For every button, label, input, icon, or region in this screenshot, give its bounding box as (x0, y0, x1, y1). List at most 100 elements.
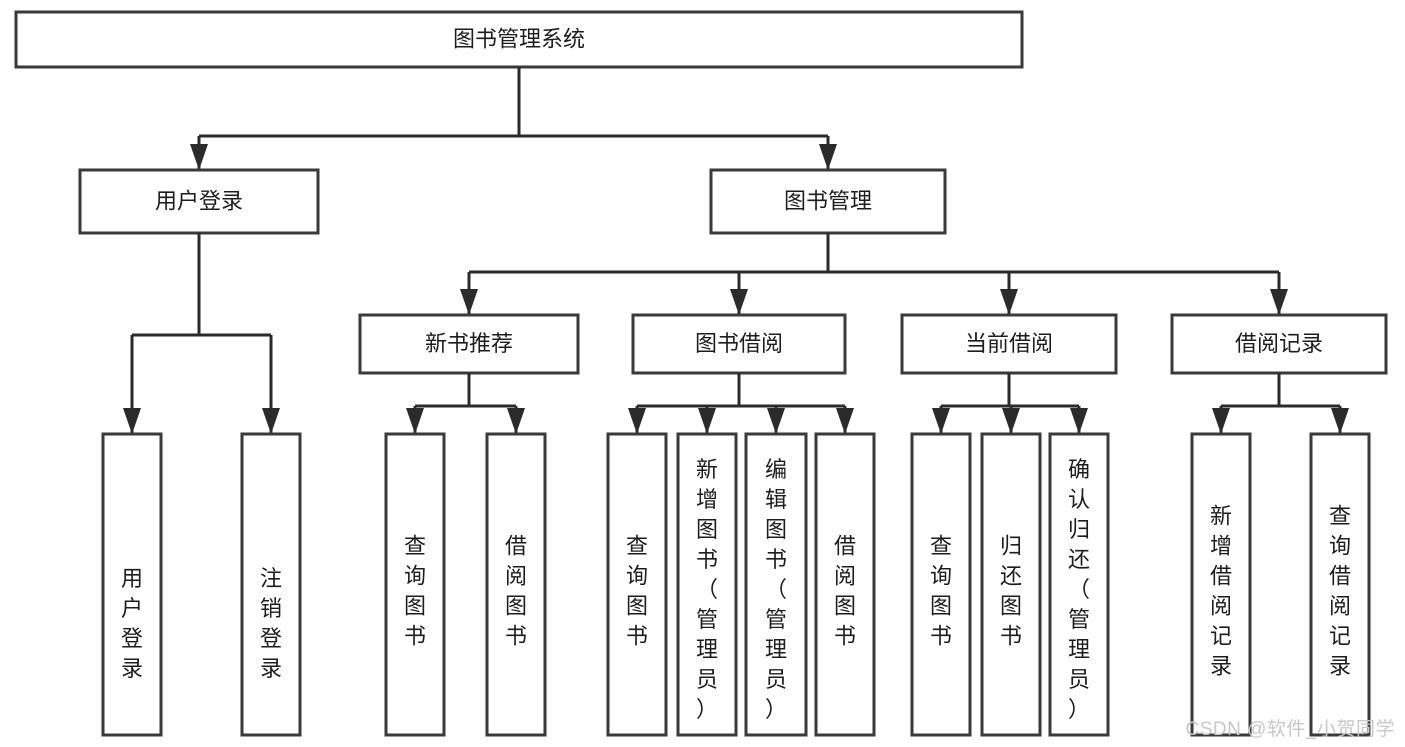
node-recommend-query-book[interactable] (384, 432, 446, 737)
node-borrow-record[interactable] (1170, 313, 1388, 375)
node-label-char: 图 (696, 517, 718, 542)
node-label-char: 借 (505, 534, 527, 559)
node-label-char: 阅 (1329, 594, 1351, 619)
node-label-char: 认 (1068, 487, 1090, 512)
node-recommend-borrow-book[interactable] (485, 432, 547, 737)
node-current-return-book[interactable] (980, 432, 1042, 737)
node-label: 新书推荐 (425, 331, 513, 356)
node-box[interactable] (910, 432, 972, 737)
node-current-confirm-return[interactable] (1048, 432, 1110, 737)
node-box[interactable] (14, 10, 1024, 69)
node-label-char: 借 (834, 534, 856, 559)
node-label-char: 理 (696, 637, 718, 662)
node-label-char: 理 (765, 637, 787, 662)
node-label-char: 图 (834, 594, 856, 619)
arrow-head-icon (819, 144, 837, 170)
node-label-char: 阅 (834, 564, 856, 589)
node-box[interactable] (485, 432, 547, 737)
node-box[interactable] (240, 432, 302, 737)
node-label-char: 书 (505, 624, 527, 649)
node-label-char: 书 (696, 547, 718, 572)
node-record-query[interactable] (1309, 432, 1371, 737)
node-label-vertical: 用户登录 (121, 566, 143, 681)
node-box[interactable] (1048, 432, 1110, 737)
node-borrow-query-book[interactable] (606, 432, 668, 737)
node-box[interactable] (1170, 313, 1388, 375)
node-label-char: 图 (404, 594, 426, 619)
node-label: 借阅记录 (1235, 331, 1323, 356)
node-label-char: 记 (1210, 624, 1232, 649)
node-label-char: 录 (121, 656, 143, 681)
node-label-char: 登 (121, 626, 143, 651)
node-label-char: （ (1068, 577, 1090, 602)
node-label-char: 管 (765, 607, 787, 632)
node-label-char: 借 (1210, 564, 1232, 589)
node-label-char: 借 (1329, 564, 1351, 589)
node-box[interactable] (676, 432, 738, 737)
node-label: 用户登录 (155, 188, 243, 213)
node-record-add[interactable] (1190, 432, 1252, 737)
node-user-logout[interactable] (240, 432, 302, 737)
node-label-char: 查 (626, 534, 648, 559)
node-label: 图书管理系统 (453, 26, 585, 51)
arrow-head-icon (730, 289, 748, 315)
node-label-char: 书 (834, 624, 856, 649)
node-borrow-edit-book[interactable] (744, 432, 808, 737)
node-label-char: 图 (626, 594, 648, 619)
node-label-char: 员 (1068, 667, 1090, 692)
node-borrow-add-book[interactable] (676, 432, 738, 737)
node-box[interactable] (358, 313, 580, 375)
node-new-book-recommend[interactable] (358, 313, 580, 375)
arrow-head-icon (628, 408, 646, 434)
node-label-char: 图 (765, 517, 787, 542)
node-borrow-borrow-book[interactable] (814, 432, 876, 737)
node-box[interactable] (1309, 432, 1371, 737)
node-book-manage[interactable] (709, 168, 947, 235)
node-box[interactable] (1190, 432, 1252, 737)
node-user-login-do[interactable] (101, 432, 163, 737)
node-label-char: 增 (1210, 534, 1232, 559)
node-label-char: 新 (696, 457, 718, 482)
node-box[interactable] (606, 432, 668, 737)
node-label-char: 增 (696, 487, 718, 512)
node-label-char: 书 (765, 547, 787, 572)
node-root[interactable] (14, 10, 1024, 69)
node-box[interactable] (384, 432, 446, 737)
node-box[interactable] (980, 432, 1042, 737)
node-label-char: 查 (404, 534, 426, 559)
node-label-char: 询 (404, 564, 426, 589)
node-box[interactable] (814, 432, 876, 737)
node-current-borrow[interactable] (900, 313, 1118, 375)
node-label-char: 查 (1329, 504, 1351, 529)
node-label-char: （ (696, 577, 718, 602)
node-box[interactable] (101, 432, 163, 737)
node-label-char: 新 (1210, 504, 1232, 529)
node-box[interactable] (709, 168, 947, 235)
node-box[interactable] (900, 313, 1118, 375)
arrow-head-icon (1331, 408, 1349, 434)
arrow-head-icon (507, 408, 525, 434)
node-label-char: 询 (1329, 534, 1351, 559)
arrow-head-icon (836, 408, 854, 434)
node-label-char: 书 (404, 624, 426, 649)
node-label-char: ） (696, 697, 718, 722)
node-box[interactable] (744, 432, 808, 737)
node-label: 图书管理 (784, 188, 872, 213)
node-label-char: 阅 (505, 564, 527, 589)
arrow-head-icon (460, 289, 478, 315)
node-label-char: 理 (1068, 637, 1090, 662)
node-current-query-book[interactable] (910, 432, 972, 737)
arrow-head-icon (1000, 289, 1018, 315)
node-label-char: ） (765, 697, 787, 722)
